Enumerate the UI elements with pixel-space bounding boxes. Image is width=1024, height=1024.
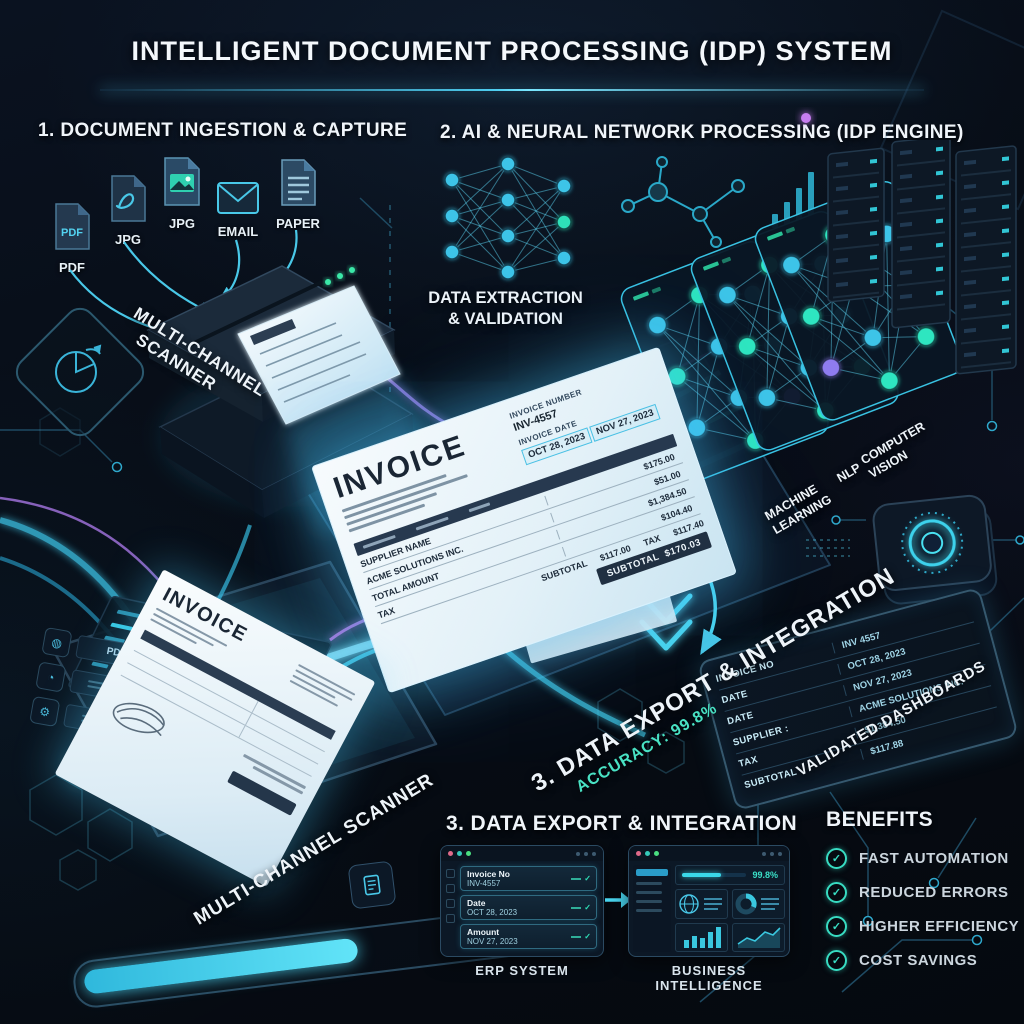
flow-arrow-icon xyxy=(605,892,631,908)
file-type-label: EMAIL xyxy=(217,224,259,239)
check-icon xyxy=(826,950,847,971)
file-badge-icon: ◍ xyxy=(41,626,73,659)
file-type-label: PDF xyxy=(59,260,85,275)
benefit-text: COST SAVINGS xyxy=(859,952,978,969)
progress-bar xyxy=(682,873,747,877)
benefit-item: COST SAVINGS xyxy=(826,950,1019,971)
accuracy-metric: 99.8% xyxy=(752,870,778,880)
erp-system-label: ERP SYSTEM xyxy=(475,963,569,978)
check-icon xyxy=(826,916,847,937)
field-name: Date xyxy=(467,898,486,908)
pie-chart-icon xyxy=(55,344,102,393)
field-name: Amount xyxy=(467,927,500,937)
file-type-email: EMAIL xyxy=(212,172,264,239)
acrobat-file-icon xyxy=(111,175,146,222)
bi-card-line-chart xyxy=(732,922,785,952)
erp-sidebar xyxy=(445,866,456,949)
section1-heading: 1. DOCUMENT INGESTION & CAPTURE xyxy=(38,120,408,141)
sidebar-active-item xyxy=(636,869,668,876)
check-icon xyxy=(826,848,847,869)
signature-icon xyxy=(112,702,166,736)
image-file-icon xyxy=(164,157,200,206)
page-title: INTELLIGENT DOCUMENT PROCESSING (IDP) SY… xyxy=(131,36,893,66)
total-value: $170.03 xyxy=(663,536,703,560)
molecule-icon xyxy=(621,156,745,248)
titlebar-icons xyxy=(576,851,596,856)
bi-card-bar-chart xyxy=(675,922,728,952)
file-type-label: JPG xyxy=(114,232,141,247)
benefit-item: REDUCED ERRORS xyxy=(826,882,1019,903)
file-type-label: JPG xyxy=(168,216,195,231)
titlebar-icons xyxy=(762,851,782,856)
benefit-text: HIGHER EFFICIENCY xyxy=(859,918,1020,935)
check-icon: ✓ xyxy=(571,874,591,883)
paper-document-icon xyxy=(281,159,316,206)
window-titlebar xyxy=(441,846,603,861)
field-value: NOV 27, 2023 xyxy=(467,937,518,946)
title-underline xyxy=(100,89,924,91)
benefit-item: FAST AUTOMATION xyxy=(826,848,1019,869)
bi-metric-row: 99.8% xyxy=(675,865,785,885)
file-type-paper: PAPER xyxy=(272,158,324,231)
business-intelligence-window: 99.8% xyxy=(628,845,790,957)
check-icon: ✓ xyxy=(571,903,591,912)
check-icon: ✓ xyxy=(571,932,591,941)
email-icon xyxy=(217,182,259,214)
bi-sidebar xyxy=(633,865,671,952)
data-extraction-caption: DATA EXTRACTION & VALIDATION xyxy=(398,288,613,331)
pdf-file-icon: PDF xyxy=(55,203,90,250)
file-type-jpg-acrobat: JPG xyxy=(102,174,154,247)
benefit-text: REDUCED ERRORS xyxy=(859,884,1009,901)
file-type-pdf: PDF PDF xyxy=(46,202,98,275)
benefits-section: BENEFITS FAST AUTOMATION REDUCED ERRORS … xyxy=(826,808,1019,984)
svg-text:PDF: PDF xyxy=(61,227,83,239)
bi-card-donut xyxy=(732,889,785,919)
section2-heading: 2. AI & NEURAL NETWORK PROCESSING (IDP E… xyxy=(440,122,964,143)
benefit-item: HIGHER EFFICIENCY xyxy=(826,916,1019,937)
benefits-heading: BENEFITS xyxy=(826,808,934,831)
field-value: OCT 28, 2023 xyxy=(467,908,518,917)
invoice-document-small: INVOICE xyxy=(54,569,376,887)
window-control-dots xyxy=(448,851,471,856)
caption-line1: DATA EXTRACTION xyxy=(428,289,583,307)
caption-line2: & VALIDATION xyxy=(448,310,563,329)
document-chip-icon xyxy=(347,860,397,910)
processor-chip-icon xyxy=(872,494,998,605)
window-control-dots xyxy=(636,851,659,856)
field-value: INV-4557 xyxy=(467,879,501,888)
gear-icon: ⚙ xyxy=(29,695,61,728)
business-intelligence-label: BUSINESS INTELLIGENCE xyxy=(655,963,763,993)
neural-network-panels xyxy=(444,140,1017,481)
field-name: Invoice No xyxy=(467,869,510,879)
window-titlebar xyxy=(629,846,789,861)
benefit-text: FAST AUTOMATION xyxy=(859,850,1009,867)
file-type-label: PAPER xyxy=(276,216,320,231)
export-heading-bottom: 3. DATA EXPORT & INTEGRATION xyxy=(446,812,798,835)
clock-icon: ◔ xyxy=(35,661,67,693)
bi-card-globe xyxy=(675,889,728,919)
server-racks xyxy=(827,140,1017,375)
file-type-jpg-image: JPG xyxy=(156,156,208,231)
check-icon xyxy=(826,882,847,903)
